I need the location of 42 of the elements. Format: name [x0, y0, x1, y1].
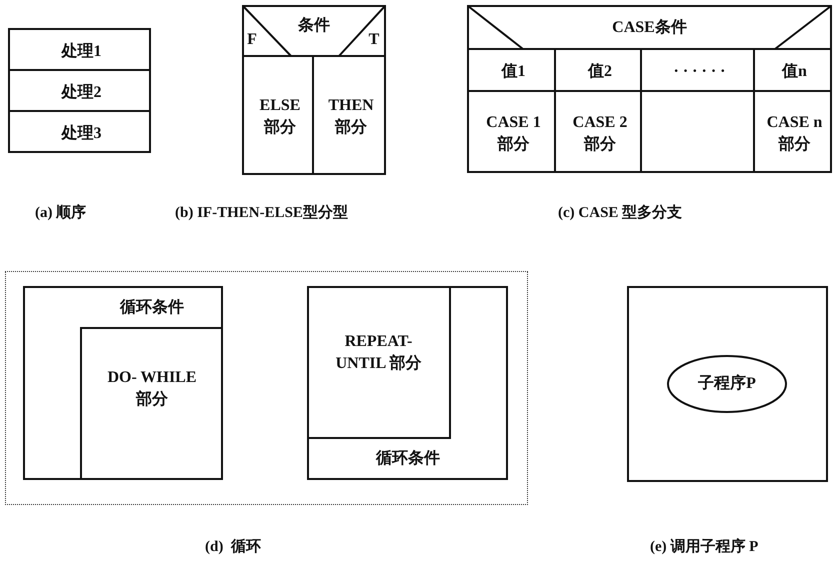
box-text: CASE 2 部分 — [572, 112, 628, 154]
condition-header — [467, 5, 832, 50]
box-text: 值1 — [500, 62, 526, 82]
process-box — [306, 286, 508, 480]
box-text: 处理2 — [60, 82, 102, 103]
box-text: THEN 部分 — [327, 96, 375, 138]
box-text: 值n — [780, 62, 808, 82]
box-text: REPEAT- UNTIL 部分 — [334, 332, 422, 374]
process-box — [627, 286, 828, 482]
process-box — [467, 90, 556, 173]
box-text: 循环条件 — [374, 448, 441, 469]
branch-label: T — [368, 30, 380, 50]
process-box — [80, 326, 222, 480]
process-box — [242, 55, 314, 175]
branch-label: F — [246, 30, 258, 50]
figure-caption: (b) IF-THEN-ELSE型分型 — [175, 204, 348, 222]
subroutine-text: 子程序P — [697, 373, 757, 394]
figure-caption: (e) 调用子程序 P — [650, 537, 758, 556]
box-text: CASE n 部分 — [766, 112, 824, 154]
box-text: 值2 — [586, 62, 613, 82]
box-text: ELSE 部分 — [258, 96, 302, 138]
process-box — [8, 110, 151, 153]
figure-caption: (c) CASE 型多分支 — [558, 203, 682, 222]
box-text: · · · · · · — [672, 62, 726, 82]
process-box — [22, 286, 222, 480]
process-box — [8, 28, 151, 71]
process-box — [306, 286, 450, 438]
box-text: 循环条件 — [118, 298, 185, 318]
process-box — [8, 69, 151, 112]
condition-text: 条件 — [297, 16, 331, 36]
condition-text: CASE条件 — [611, 18, 688, 38]
process-box — [753, 90, 832, 173]
subroutine-ellipse — [667, 355, 787, 413]
figure-caption: (a) 顺序 — [35, 203, 86, 222]
box-text: CASE 1 部分 — [485, 112, 542, 154]
box-text: 处理3 — [60, 124, 102, 144]
condition-header — [242, 5, 386, 57]
box-text: DO- WHILE 部分 — [106, 368, 198, 410]
figure-caption: (d) 循环 — [205, 538, 261, 556]
box-text: 处理1 — [60, 42, 102, 62]
process-box — [312, 55, 386, 175]
loop-group-frame — [5, 271, 528, 505]
